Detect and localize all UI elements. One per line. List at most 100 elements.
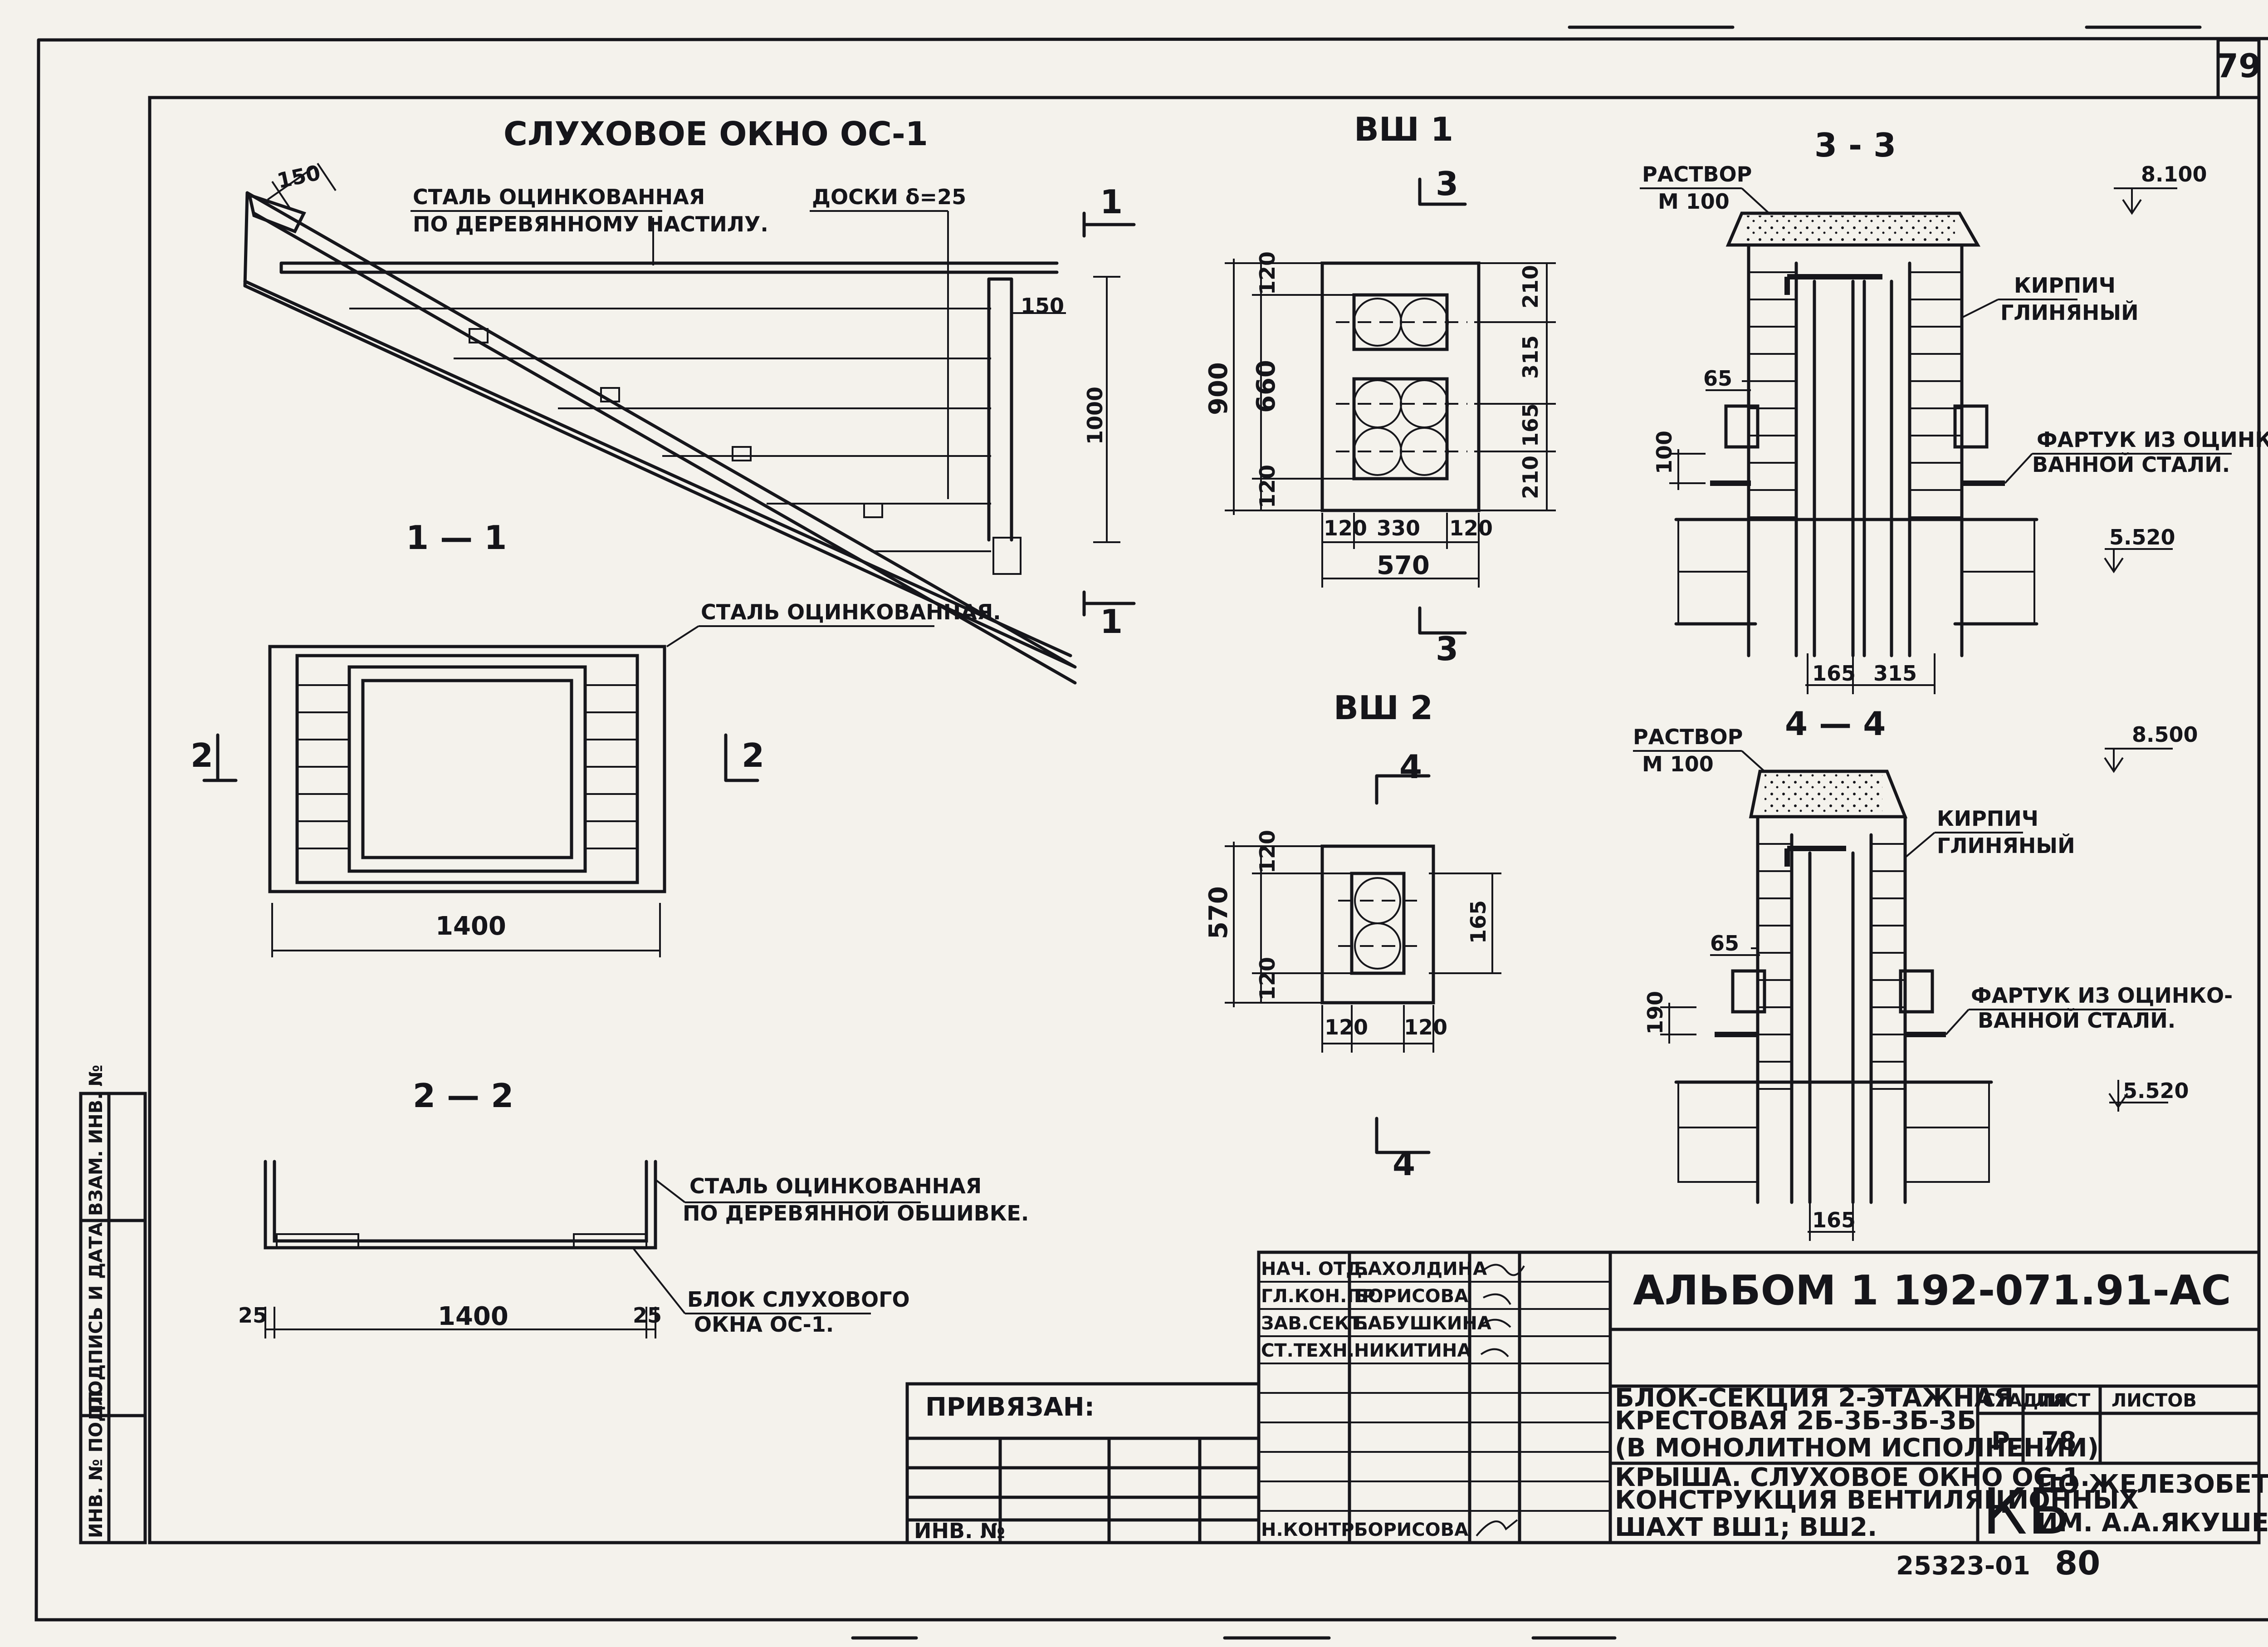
- name-norm-control: БОРИСОВА: [1354, 1520, 1468, 1540]
- dim-25-right: 25: [633, 1303, 662, 1328]
- role-sector-head: ЗАВ.СЕКТ.: [1261, 1313, 1369, 1334]
- dim-330: 330: [1377, 516, 1420, 540]
- dim-165-s44: 165: [1812, 1208, 1856, 1232]
- dim-1000: 1000: [1083, 387, 1107, 445]
- project-line-1: БЛОК-СЕКЦИЯ 2-ЭТАЖНАЯ: [1615, 1383, 2014, 1413]
- label-steel-wood-1: СТАЛЬ ОЦИНКОВАННАЯ: [413, 185, 705, 209]
- section-3-3: 3 - 3 РАСТВОР М 100 КИРПИЧ ГЛИНЯНЫЙ ФАРТ…: [1640, 126, 2268, 694]
- window-title: СЛУХОВОЕ ОКНО ОС-1: [503, 115, 928, 153]
- mark-3-top: 3: [1436, 165, 1458, 203]
- vsh2-title: ВШ 2: [1334, 689, 1433, 727]
- dim-120-b: 120: [1255, 465, 1280, 508]
- org-line-1: ПО ЖЕЛЕЗОБЕТОНУ: [2037, 1470, 2268, 1499]
- mortar-label-1-b: РАСТВОР: [1633, 725, 1743, 749]
- label-block-1: БЛОК СЛУХОВОГО: [687, 1287, 910, 1312]
- role-senior-tech: СТ.ТЕХН.: [1261, 1340, 1354, 1361]
- dim-120-h: 120: [1404, 1015, 1447, 1039]
- project-line-2: КРЕСТОВАЯ 2Б-3Б-3Б-3Б: [1615, 1406, 1976, 1436]
- stamp-inv-orig: ИНВ. № ПОДЛ.: [86, 1384, 107, 1538]
- level-5520-a: 5.520: [2109, 525, 2175, 549]
- project-line-3: (В МОНОЛИТНОМ ИСПОЛНЕНИИ): [1615, 1433, 2099, 1463]
- dim-1400-front: 1400: [435, 912, 506, 941]
- sheet-number: 79: [2216, 47, 2261, 85]
- code-bottom: 25323-01: [1896, 1551, 2030, 1581]
- mark-4-top: 4: [1399, 748, 1422, 786]
- dim-1400-plan: 1400: [438, 1302, 508, 1331]
- level-5520-b: 5.520: [2123, 1078, 2189, 1103]
- section-2-2-title: 2 — 2: [413, 1077, 513, 1115]
- mortar-label-1-a: РАСТВОР: [1642, 162, 1752, 186]
- mortar-label-2-b: М 100: [1642, 752, 1714, 776]
- shaft-vsh1-plan: ВШ 1 3 900 660 120 120 210 315 165 210 1…: [1204, 110, 1556, 668]
- shaft-vsh2-plan: ВШ 2 4 570 120 120 165 120 120 4: [1204, 689, 1501, 1183]
- role-chief-designer: ГЛ.КОН.ПР.: [1261, 1286, 1382, 1307]
- dim-660: 660: [1251, 360, 1281, 413]
- name-senior-tech: НИКИТИНА: [1354, 1340, 1471, 1361]
- mark-1-bottom: 1: [1100, 603, 1123, 641]
- dormer-window-view: СЛУХОВОЕ ОКНО ОС-1 150 150 1000 СТАЛЬ ОЦ…: [243, 115, 1136, 685]
- dim-150-top: 150: [275, 160, 323, 193]
- dim-120-e: 120: [1255, 830, 1280, 873]
- stamp-replace-inv: ВЗАМ. ИНВ. №: [86, 1065, 107, 1216]
- mark-4-bottom: 4: [1393, 1145, 1415, 1183]
- col-sheets: ЛИСТОВ: [2112, 1390, 2197, 1411]
- name-chief-designer: БОРИСОВА: [1354, 1286, 1468, 1307]
- bound-label: ПРИВЯЗАН:: [925, 1392, 1095, 1422]
- section-4-4-title: 4 — 4: [1785, 705, 1886, 743]
- mark-2-left: 2: [191, 736, 213, 774]
- label-steel-skin-1: СТАЛЬ ОЦИНКОВАННАЯ: [689, 1174, 982, 1198]
- dim-315-s33: 315: [1873, 661, 1917, 686]
- vsh1-title: ВШ 1: [1354, 110, 1453, 148]
- page-bottom: 80: [2055, 1544, 2100, 1582]
- mortar-label-2-a: М 100: [1658, 189, 1730, 214]
- stamp-signature-date: ПОДПИСЬ И ДАТА: [86, 1222, 107, 1411]
- brick-label-1-a: КИРПИЧ: [2014, 273, 2116, 298]
- label-block-2: ОКНА ОС-1.: [694, 1312, 834, 1337]
- brick-label-2-b: ГЛИНЯНЫЙ: [1937, 833, 2075, 858]
- col-sheet: ЛИСТ: [2034, 1390, 2091, 1411]
- name-sector-head: БАБУШКИНА: [1354, 1313, 1491, 1334]
- dim-315-plan: 315: [1518, 335, 1543, 379]
- dim-120-f: 120: [1255, 957, 1280, 1000]
- label-steel-wood-2: ПО ДЕРЕВЯННОМУ НАСТИЛУ.: [413, 212, 768, 236]
- dim-25-left: 25: [238, 1303, 267, 1328]
- album-code: АЛЬБОМ 1 192-071.91-АС: [1633, 1267, 2231, 1314]
- dim-900: 900: [1204, 362, 1233, 415]
- dim-165-plan: 165: [1518, 403, 1543, 447]
- dim-65-a: 65: [1703, 366, 1732, 391]
- section-4-4: 4 — 4 РАСТВОР М 100 КИРПИЧ ГЛИНЯНЫЙ ФАРТ…: [1633, 705, 2233, 1241]
- dim-65-b: 65: [1710, 931, 1739, 956]
- level-8500: 8.500: [2132, 722, 2198, 747]
- dim-100: 100: [1652, 431, 1677, 474]
- brick-label-1-b: КИРПИЧ: [1937, 806, 2038, 831]
- section-1-1: 1 — 1 СТАЛЬ ОЦИНКОВАННАЯ. 2 2 1400: [191, 519, 1001, 957]
- dim-165-vsh2: 165: [1466, 900, 1491, 944]
- inv-label: ИНВ. №: [914, 1519, 1005, 1543]
- apron-label-1-b: ФАРТУК ИЗ ОЦИНКО-: [1971, 983, 2233, 1008]
- section-1-1-title: 1 — 1: [406, 519, 507, 557]
- role-norm-control: Н.КОНТР.: [1261, 1520, 1361, 1540]
- brick-label-2-a: ГЛИНЯНЫЙ: [2000, 300, 2139, 325]
- dim-120-d: 120: [1449, 516, 1493, 540]
- mark-3-bottom: 3: [1436, 630, 1458, 668]
- desc-line-3: ШАХТ ВШ1; ВШ2.: [1615, 1513, 1877, 1542]
- mark-2-right: 2: [742, 736, 764, 774]
- name-head: БАХОЛДИНА: [1354, 1259, 1487, 1279]
- dim-150-right: 150: [1021, 294, 1064, 318]
- dim-120-a: 120: [1255, 251, 1280, 295]
- org-line-2: ИМ. А.А.ЯКУШЕВА: [2037, 1508, 2268, 1538]
- dim-165-s33: 165: [1812, 661, 1856, 686]
- section-2-2: 2 — 2 СТАЛЬ ОЦИНКОВАННАЯ ПО ДЕРЕВЯННОЙ О…: [238, 1077, 1029, 1338]
- stage-value: Р.: [1991, 1426, 2019, 1456]
- sheet-no-value: 78: [2041, 1426, 2077, 1456]
- dim-570-b: 570: [1204, 886, 1233, 939]
- col-stage: СТАДИЯ: [1982, 1390, 2068, 1411]
- label-boards: ДОСКИ δ=25: [812, 185, 966, 209]
- dim-210-a: 210: [1518, 265, 1543, 309]
- role-head: НАЧ. ОТД.: [1261, 1259, 1369, 1279]
- section-3-3-title: 3 - 3: [1814, 126, 1896, 164]
- org-logo: КБ: [1982, 1475, 2071, 1549]
- side-stamp: ВЗАМ. ИНВ. № ПОДПИСЬ И ДАТА ИНВ. № ПОДЛ.: [79, 1065, 147, 1544]
- desc-line-1: КРЫША. СЛУХОВОЕ ОКНО ОС-1.: [1615, 1463, 2090, 1492]
